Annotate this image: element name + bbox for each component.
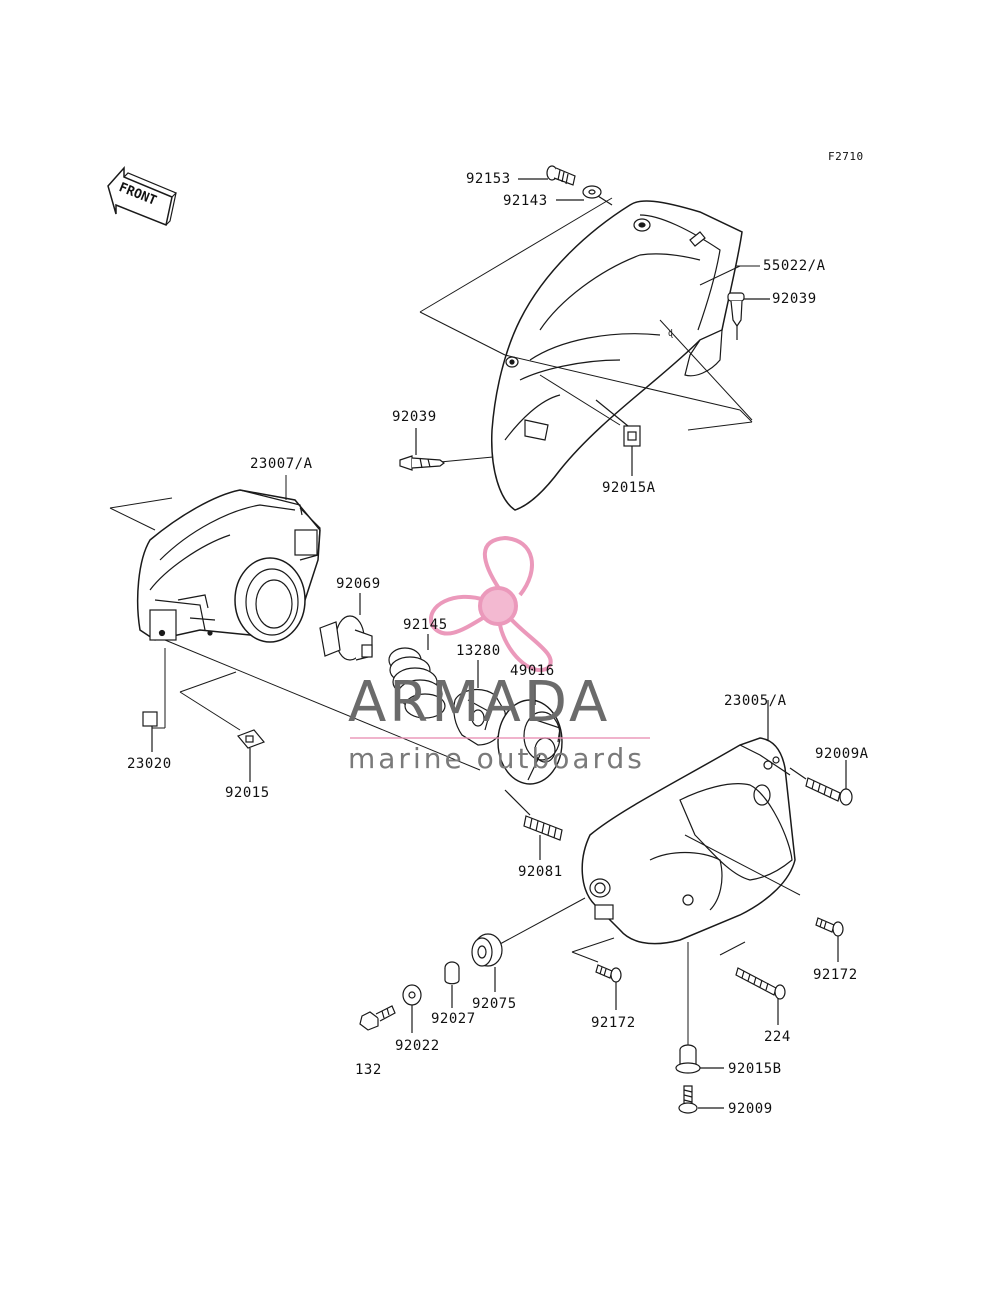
- part-label-23007A[interactable]: 23007/A: [250, 456, 313, 472]
- clip-92039-top-icon: [727, 292, 770, 340]
- bracket-13280-icon: [453, 660, 506, 746]
- part-label-92143[interactable]: 92143: [503, 193, 548, 209]
- part-label-92081[interactable]: 92081: [518, 864, 563, 880]
- armada-logo-icon: [350, 535, 650, 739]
- part-label-92027[interactable]: 92027: [431, 1011, 476, 1027]
- screw-92172-mid-icon: [595, 964, 622, 1010]
- part-label-224[interactable]: 224: [764, 1029, 791, 1045]
- nut-92015-icon: [236, 729, 266, 782]
- watermark-tagline: marine outboards: [348, 742, 645, 775]
- grommet-92075-icon: [471, 933, 503, 992]
- bolt-92009-icon: [678, 1085, 724, 1114]
- clip-23020-icon: [142, 711, 158, 752]
- nut-92015A-icon: [595, 399, 641, 476]
- part-label-23005A[interactable]: 23005/A: [724, 693, 787, 709]
- headlight-23007: [136, 489, 321, 643]
- part-label-92153[interactable]: 92153: [466, 171, 511, 187]
- washer-92143-icon: [556, 185, 613, 206]
- housing-23005: [581, 700, 796, 945]
- bolt-92009A-icon: [789, 760, 853, 806]
- part-label-49016[interactable]: 49016: [510, 663, 555, 679]
- part-label-92009A[interactable]: 92009A: [815, 746, 869, 762]
- washer-92022-icon: [402, 984, 422, 1033]
- part-label-92172-right[interactable]: 92172: [813, 967, 858, 983]
- part-label-92015[interactable]: 92015: [225, 785, 270, 801]
- part-label-92039-left[interactable]: 92039: [392, 409, 437, 425]
- adjuster-49016-icon: [497, 680, 563, 785]
- clip-92039-left-icon: [399, 428, 445, 471]
- part-label-23020[interactable]: 23020: [127, 756, 172, 772]
- part-label-92069[interactable]: 92069: [336, 576, 381, 592]
- reference-lines-top: [419, 197, 760, 463]
- part-label-13280[interactable]: 13280: [456, 643, 501, 659]
- bolt-224-icon: [735, 967, 786, 1025]
- part-label-132[interactable]: 132: [355, 1062, 382, 1078]
- side-cover-55022: ɖ: [491, 200, 743, 511]
- stud-92081-icon: [504, 789, 563, 860]
- svg-text:ɖ: ɖ: [668, 329, 673, 339]
- screw-92153-icon: [518, 165, 576, 186]
- bolt-132-icon: [359, 1005, 396, 1031]
- figure-code: F2710: [828, 150, 864, 163]
- reference-lines-headlight: [109, 475, 481, 771]
- part-label-92015B[interactable]: 92015B: [728, 1061, 782, 1077]
- bulb-92069-icon: [319, 593, 373, 661]
- screw-92172-right-icon: [815, 917, 844, 962]
- front-arrow-icon: [107, 166, 178, 227]
- spacer-92015B-icon: [675, 1044, 724, 1074]
- part-label-92022[interactable]: 92022: [395, 1038, 440, 1054]
- part-label-92009[interactable]: 92009: [728, 1101, 773, 1117]
- collar-92027-icon: [444, 961, 460, 1008]
- part-label-92015A[interactable]: 92015A: [602, 480, 656, 496]
- watermark-brand: ARMADA: [348, 670, 611, 735]
- part-label-92039-top[interactable]: 92039: [772, 291, 817, 307]
- reference-lines-housing: [499, 834, 801, 1045]
- spring-92145-icon: [388, 634, 446, 719]
- part-label-55022A[interactable]: 55022/A: [763, 258, 826, 274]
- part-label-92172-mid[interactable]: 92172: [591, 1015, 636, 1031]
- part-label-92145[interactable]: 92145: [403, 617, 448, 633]
- part-label-92075[interactable]: 92075: [472, 996, 517, 1012]
